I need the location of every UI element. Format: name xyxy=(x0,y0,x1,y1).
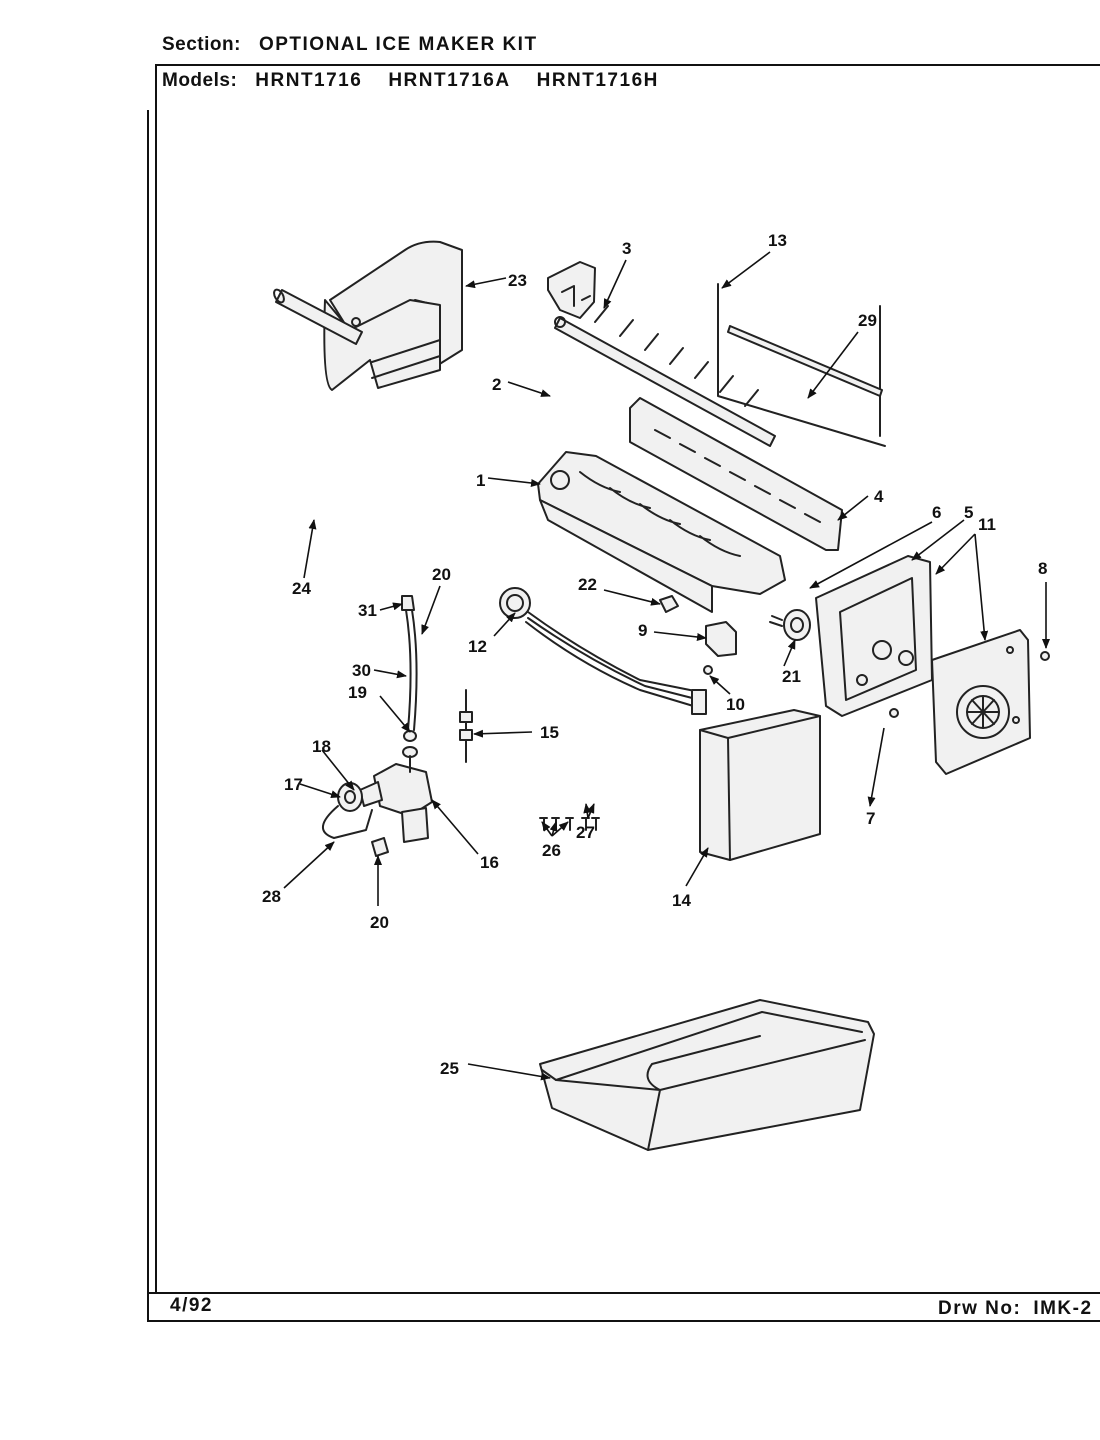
section-heading: Section: OPTIONAL ICE MAKER KIT xyxy=(162,34,538,56)
callout-7: 7 xyxy=(866,809,875,828)
model-number: HRNT1716 xyxy=(255,70,363,91)
mounting-screw xyxy=(1040,651,1050,661)
callout-9: 9 xyxy=(638,621,647,640)
model-number: HRNT1716H xyxy=(536,70,659,91)
callout-8: 8 xyxy=(1038,559,1047,578)
drawing-number-block: Drw No: IMK-2 xyxy=(938,1298,1100,1320)
fill-cup-cover xyxy=(323,240,463,391)
frame-left-rule xyxy=(155,64,157,1292)
callout-14: 14 xyxy=(672,891,691,910)
drive-coupler xyxy=(769,609,811,641)
heater-clip xyxy=(659,595,679,613)
callout-2: 2 xyxy=(492,375,501,394)
frame-footer-rule xyxy=(147,1292,1100,1294)
frame-bottom-rule xyxy=(147,1320,1100,1322)
callout-5: 5 xyxy=(964,503,973,522)
frame-top-rule xyxy=(157,64,1100,66)
control-module xyxy=(931,629,1031,775)
ice-mold xyxy=(537,451,786,613)
screw xyxy=(703,665,713,675)
drawing-label: Drw No: xyxy=(938,1298,1022,1319)
wiring-harness xyxy=(499,587,707,715)
callout-11: 11 xyxy=(978,515,996,534)
heater-tube xyxy=(273,288,363,345)
leader-lines xyxy=(283,251,1050,1081)
callout-29: 29 xyxy=(858,311,877,330)
model-number: HRNT1716A xyxy=(388,70,511,91)
ice-bucket xyxy=(539,999,875,1151)
callout-1: 1 xyxy=(476,471,485,490)
stripper xyxy=(629,397,843,551)
callout-16: 16 xyxy=(480,853,499,872)
callout-13: 13 xyxy=(768,231,787,250)
mounting-housing xyxy=(815,555,933,717)
callout-17: 17 xyxy=(284,775,303,794)
solenoid-plug xyxy=(322,782,373,839)
callout-19: 19 xyxy=(348,683,367,702)
thermostat xyxy=(547,261,596,319)
section-title: OPTIONAL ICE MAKER KIT xyxy=(258,34,538,55)
callout-23: 23 xyxy=(508,271,527,290)
callout-31: 31 xyxy=(358,601,377,620)
callout-27: 27 xyxy=(576,823,595,842)
callout-15: 15 xyxy=(540,723,559,742)
callout-10: 10 xyxy=(726,695,745,714)
callout-20-upper: 20 xyxy=(432,565,451,584)
mold-bracket xyxy=(705,621,737,657)
callout-12: 12 xyxy=(468,637,487,656)
callout-4: 4 xyxy=(874,487,884,506)
callout-20-lower: 20 xyxy=(370,913,389,932)
callout-21: 21 xyxy=(782,667,801,686)
cover-box xyxy=(699,709,821,861)
frame-outer-left-rule xyxy=(147,110,149,1322)
tube-connector xyxy=(459,689,473,763)
callout-28: 28 xyxy=(262,887,281,906)
callout-18: 18 xyxy=(312,737,331,756)
callout-3: 3 xyxy=(622,239,631,258)
callout-26: 26 xyxy=(542,841,561,860)
callout-6: 6 xyxy=(932,503,941,522)
callout-22: 22 xyxy=(578,575,597,594)
callout-30: 30 xyxy=(352,661,371,680)
shutoff-arm xyxy=(717,283,886,447)
revision-date: 4/92 xyxy=(170,1295,213,1316)
callout-25: 25 xyxy=(440,1059,459,1078)
models-label: Models: xyxy=(162,70,238,91)
housing-screw xyxy=(889,708,899,718)
models-heading: Models: HRNT1716 HRNT1716A HRNT1716H xyxy=(162,70,685,92)
callout-24: 24 xyxy=(292,579,311,598)
ejector-blade xyxy=(554,305,776,447)
fill-tube xyxy=(401,595,418,742)
section-label: Section: xyxy=(162,34,241,55)
drawing-number: IMK-2 xyxy=(1033,1298,1093,1319)
tube-clamp xyxy=(371,837,389,857)
water-valve xyxy=(359,746,433,843)
